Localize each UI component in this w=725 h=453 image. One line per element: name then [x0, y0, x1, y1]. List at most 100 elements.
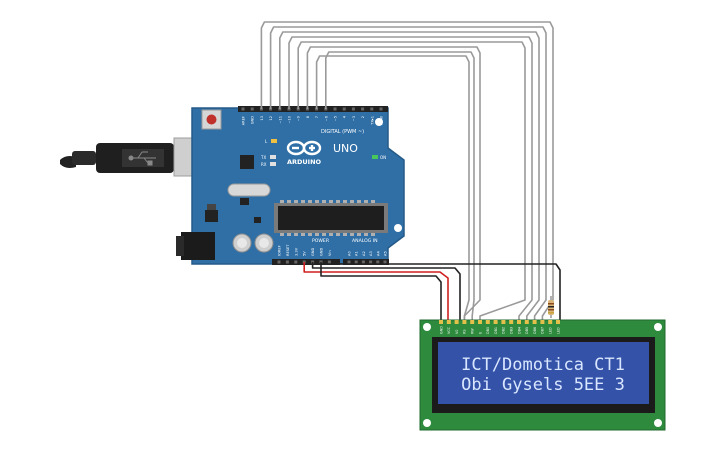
digital-pin-label: ~5 — [334, 116, 338, 121]
digital-header — [238, 106, 388, 112]
power-header — [272, 259, 340, 265]
analog-pin-label: A5 — [384, 251, 388, 256]
backlight-ground-wire — [316, 263, 561, 321]
capacitor-icon — [232, 233, 274, 253]
lcd-pin-label: DB4 — [517, 327, 521, 334]
analog-pin[interactable] — [347, 260, 351, 264]
digital-pin[interactable] — [379, 107, 383, 111]
digital-pin[interactable] — [351, 107, 355, 111]
crystal-icon — [227, 183, 271, 197]
lcd-screen — [438, 342, 649, 404]
digital-pin-label: ~11 — [278, 116, 282, 124]
digital-pin[interactable] — [250, 107, 254, 111]
analog-header — [343, 259, 389, 265]
analog-pin[interactable] — [376, 260, 380, 264]
board-brand: ARDUINO — [287, 158, 322, 166]
lcd-pin-label: RW — [471, 328, 475, 334]
infinity-logo-icon — [286, 140, 322, 156]
lcd-pin[interactable] — [524, 320, 529, 324]
power-pin[interactable] — [277, 260, 281, 264]
lcd-pin[interactable] — [501, 320, 506, 324]
lcd-pin-label: LED — [549, 327, 553, 334]
signal-wire — [260, 21, 554, 321]
lcd-pin[interactable] — [540, 320, 545, 324]
lcd-pin-label: DB2 — [502, 327, 506, 334]
lcd-pin[interactable] — [532, 320, 537, 324]
analog-pin[interactable] — [383, 260, 387, 264]
signal-wire — [269, 26, 547, 321]
lcd-pin[interactable] — [439, 320, 443, 324]
digital-pin-label: AREF — [242, 116, 246, 125]
digital-pin-label: GND — [251, 116, 255, 124]
lcd-pin[interactable] — [462, 320, 467, 324]
digital-pin[interactable] — [370, 107, 374, 111]
lcd-pin-label: GND — [439, 326, 443, 334]
lcd-pin-label: DB3 — [510, 327, 514, 334]
power-pin-label: GND — [311, 248, 315, 256]
lcd-pin[interactable] — [493, 320, 498, 324]
signal-wire — [288, 36, 533, 321]
lcd-pin-label: LED — [556, 327, 560, 334]
lcd-pin[interactable] — [509, 320, 514, 324]
power-pin-label: Vin — [328, 250, 332, 256]
digital-pin[interactable] — [241, 107, 245, 111]
power-pin[interactable] — [285, 260, 289, 264]
lcd-pin-label: DB6 — [533, 327, 537, 334]
signal-wire — [306, 46, 481, 321]
analog-pin-label: A0 — [348, 251, 352, 256]
digital-pin-label: 7 — [315, 116, 319, 118]
signal-wire — [297, 41, 526, 321]
analog-pin[interactable] — [354, 260, 358, 264]
lcd-pin[interactable] — [470, 320, 475, 324]
analog-pin[interactable] — [369, 260, 373, 264]
led-on-label: ON — [380, 155, 386, 160]
lcd-pin[interactable] — [478, 320, 482, 324]
lcd-pin[interactable] — [517, 320, 521, 324]
usb-plug-icon — [60, 137, 209, 177]
power-pin[interactable] — [327, 260, 331, 264]
microcontroller-chip — [274, 200, 388, 236]
analog-header-label: ANALOG IN — [352, 238, 378, 244]
digital-pin[interactable] — [333, 107, 337, 111]
signal-wire — [278, 31, 540, 321]
dc-jack-icon — [176, 232, 215, 260]
power-pin[interactable] — [294, 260, 298, 264]
digital-pin-label: ~10 — [288, 115, 292, 123]
led-l-label: L — [265, 139, 268, 144]
digital-pin-label: ~9 — [297, 115, 301, 121]
digital-pin-label: 8 — [306, 115, 310, 118]
lcd-pin[interactable] — [454, 320, 459, 324]
lcd-pin[interactable] — [446, 320, 451, 324]
signal-wire — [324, 51, 475, 321]
lcd-pin-label: DB1 — [494, 327, 498, 334]
digital-pin-label: 13 — [260, 116, 264, 121]
lcd-pin[interactable] — [485, 320, 490, 324]
lcd-line-2: Obi Gysels 5EE 3 — [461, 375, 625, 395]
power-pin-label: RESET — [286, 244, 290, 256]
analog-pin-label: A4 — [376, 251, 380, 256]
led-tx-label: TX — [260, 155, 266, 160]
lcd-line-1: ICT/Domotica CT1 — [461, 355, 625, 375]
lcd-pin[interactable] — [556, 320, 560, 324]
power-pin-label: IOREF — [278, 245, 282, 256]
digital-pin-label: 4 — [343, 115, 347, 118]
lcd-pin-label: DB7 — [541, 327, 545, 334]
digital-pin[interactable] — [342, 107, 346, 111]
analog-pin[interactable] — [361, 260, 365, 264]
analog-pin-label: A3 — [369, 251, 373, 256]
lcd-pin-label: E — [478, 332, 482, 334]
digital-pin[interactable] — [361, 107, 365, 111]
reset-button-icon[interactable] — [201, 109, 222, 130]
lcd-pin-label: RS — [463, 329, 467, 334]
digital-pin-label: RX◂0 — [380, 115, 384, 125]
lcd-pin[interactable] — [548, 320, 553, 324]
ground-wire — [311, 262, 461, 321]
power-5v-wire — [303, 262, 449, 321]
board-name: UNO — [333, 142, 358, 155]
ground-wire — [320, 262, 442, 321]
resistor-icon — [548, 296, 554, 318]
digital-pin-label: TX▸1 — [370, 116, 374, 126]
